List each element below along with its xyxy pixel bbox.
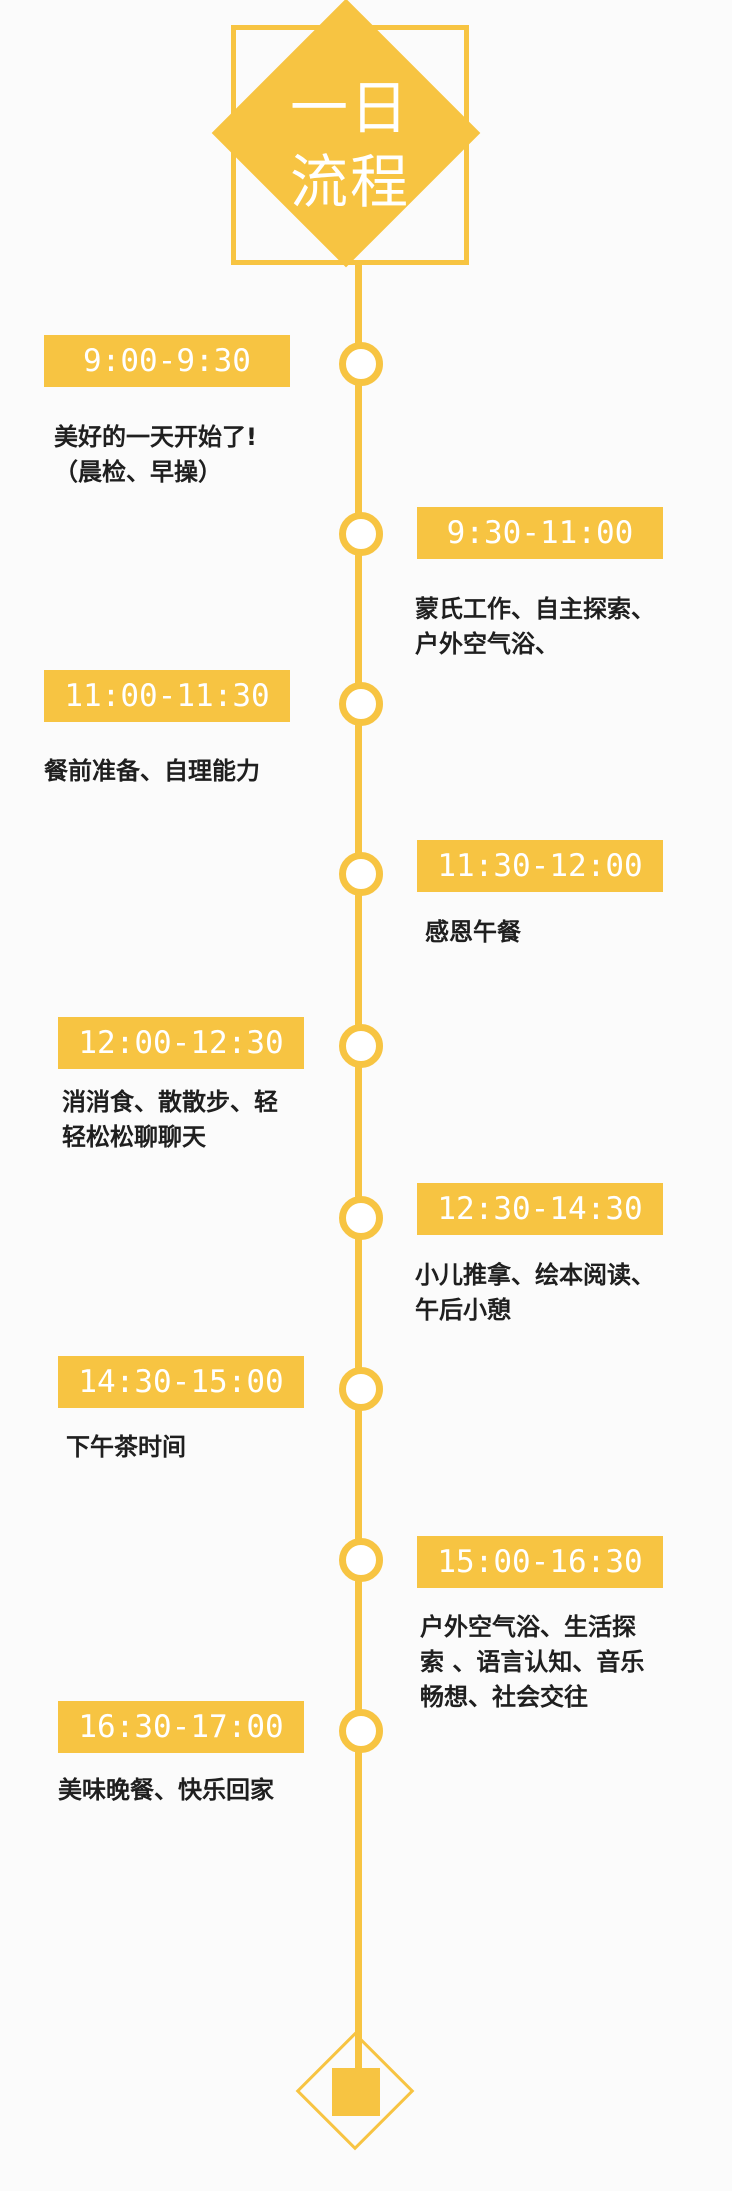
page-title: 一日 流程 [231, 25, 469, 265]
time-badge: 9:00-9:30 [44, 335, 290, 387]
timeline-node [339, 1367, 383, 1411]
schedule-description: 下午茶时间 [66, 1430, 186, 1465]
description-line: 轻松松聊聊天 [62, 1123, 206, 1151]
time-badge: 14:30-15:00 [58, 1356, 304, 1408]
timeline-node [339, 1538, 383, 1582]
time-badge: 11:00-11:30 [44, 670, 290, 722]
title-line-2: 流程 [289, 148, 410, 216]
title-line-1: 一日 [289, 74, 410, 142]
timeline-node [339, 682, 383, 726]
schedule-description: 美味晚餐、快乐回家 [58, 1773, 274, 1808]
timeline-node [339, 1709, 383, 1753]
schedule-description: 美好的一天开始了! （晨检、早操） [54, 420, 257, 490]
schedule-description: 户外空气浴、生活探 索 、语言认知、音乐 畅想、社会交往 [420, 1610, 644, 1715]
schedule-description: 消消食、散散步、轻 轻松松聊聊天 [62, 1085, 278, 1155]
description-line: 午后小憩 [415, 1296, 511, 1324]
time-badge: 16:30-17:00 [58, 1701, 304, 1753]
description-line: 蒙氏工作、自主探索、 [415, 595, 655, 623]
schedule-description: 餐前准备、自理能力 [44, 754, 260, 789]
description-line: 户外空气浴、 [415, 630, 559, 658]
description-line: 感恩午餐 [425, 918, 521, 946]
timeline-line [355, 265, 362, 2087]
time-badge: 12:30-14:30 [417, 1183, 663, 1235]
description-line: 户外空气浴、生活探 [420, 1613, 636, 1641]
schedule-description: 感恩午餐 [425, 915, 521, 950]
timeline-node [339, 342, 383, 386]
time-badge: 9:30-11:00 [417, 507, 663, 559]
schedule-description: 小儿推拿、绘本阅读、 午后小憩 [415, 1258, 655, 1328]
description-line: 消消食、散散步、轻 [62, 1088, 278, 1116]
description-line: （晨检、早操） [54, 458, 222, 486]
timeline-node [339, 512, 383, 556]
timeline-node [339, 1196, 383, 1240]
description-line: 下午茶时间 [66, 1433, 186, 1461]
description-line: 畅想、社会交往 [420, 1683, 588, 1711]
description-line: 小儿推拿、绘本阅读、 [415, 1261, 655, 1289]
schedule-description: 蒙氏工作、自主探索、 户外空气浴、 [415, 592, 655, 662]
description-line: 美味晚餐、快乐回家 [58, 1776, 274, 1804]
description-line: 索 、语言认知、音乐 [420, 1648, 645, 1676]
time-badge: 11:30-12:00 [417, 840, 663, 892]
time-badge: 12:00-12:30 [58, 1017, 304, 1069]
description-line: 美好的一天开始了! [54, 423, 257, 451]
time-badge: 15:00-16:30 [417, 1536, 663, 1588]
description-line: 餐前准备、自理能力 [44, 757, 260, 785]
timeline-node [339, 852, 383, 896]
end-square-icon [332, 2068, 380, 2116]
timeline-node [339, 1024, 383, 1068]
